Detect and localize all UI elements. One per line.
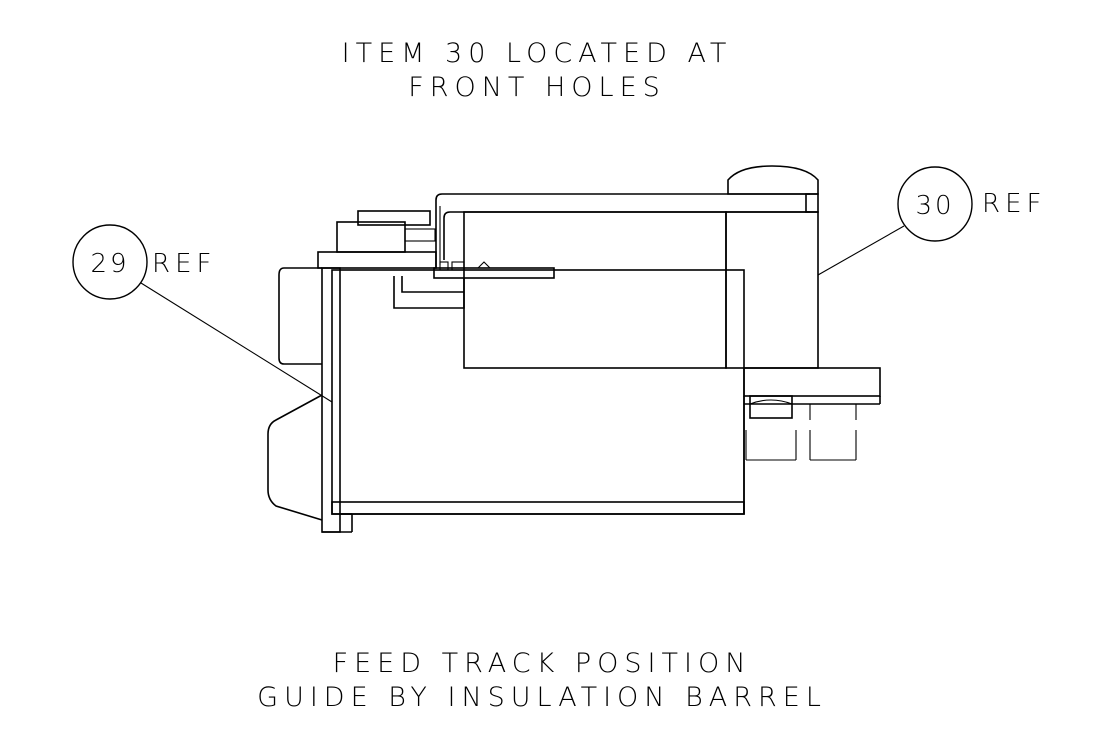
flange (317, 251, 437, 269)
right-block-end (725, 211, 819, 369)
upper-bracket (435, 193, 810, 268)
top-left-block (336, 221, 406, 253)
balloon-30-circle (897, 166, 973, 242)
leader-30 (817, 225, 905, 276)
bottom-note-line-2: GUIDE BY INSULATION BARREL (257, 682, 827, 713)
balloon-29-ref: REF (152, 249, 216, 279)
top-note-line-2: FRONT HOLES (408, 72, 666, 103)
balloon-30[interactable]: 30 REF (817, 166, 1046, 276)
lower-right-plate (743, 367, 881, 397)
left-knob (278, 267, 322, 365)
feed-blade (433, 267, 555, 279)
left-wedge (267, 394, 323, 521)
balloon-29[interactable]: 29 REF (72, 224, 333, 403)
bottom-note-line-1: FEED TRACK POSITION (333, 648, 752, 679)
balloon-30-ref: REF (982, 189, 1046, 219)
balloon-29-number: 29 (90, 249, 129, 279)
top-note-line-1: ITEM 30 LOCATED AT (342, 38, 733, 69)
balloon-29-circle (72, 224, 148, 300)
left-plate (321, 267, 341, 533)
dome-cap (727, 165, 819, 195)
screw-1 (749, 395, 793, 419)
balloon-30-number: 30 (915, 191, 954, 221)
right-block (463, 211, 727, 369)
lower-body-bottom-lip (331, 501, 745, 515)
top-note: ITEM 30 LOCATED AT FRONT HOLES (342, 38, 733, 103)
bottom-note: FEED TRACK POSITION GUIDE BY INSULATION … (257, 648, 827, 713)
leader-29 (140, 282, 333, 403)
top-left-cap (357, 210, 431, 226)
part-outline (267, 165, 881, 533)
